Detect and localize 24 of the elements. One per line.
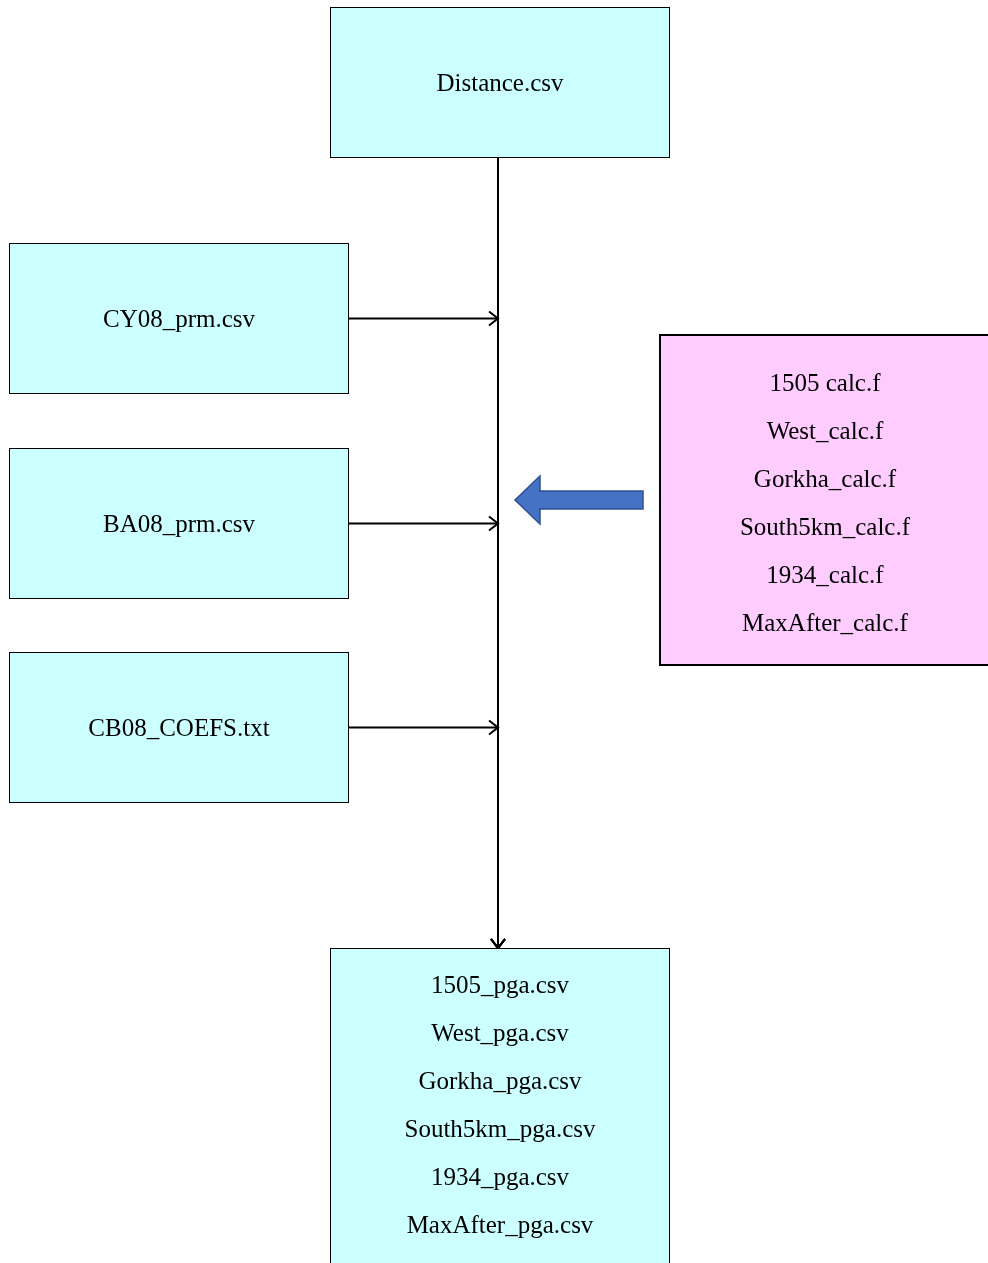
file-name: Gorkha_pga.csv [418,1066,582,1096]
file-box [330,7,670,158]
arrow [348,719,506,949]
file-name: CB08_COEFS.txt [88,712,270,743]
file-name: West_pga.csv [431,1018,569,1048]
file-box [330,948,670,1263]
file-box [9,243,349,394]
file-name: BA08_prm.csv [102,508,256,539]
file-box [659,334,988,666]
file-name: 1505_pga.csv [430,970,570,1000]
file-name: South5km_pga.csv [404,1114,596,1144]
file-box [9,652,349,803]
file-box [9,448,349,599]
file-name: West_calc.f [766,416,884,446]
file-name: CY08_prm.csv [102,303,256,334]
file-name: Distance.csv [436,67,564,98]
file-name: Gorkha_calc.f [753,464,897,494]
file-name: 1934_pga.csv [430,1162,570,1192]
file-name: 1505 calc.f [769,368,881,398]
file-name: 1934_calc.f [766,560,884,590]
file-name: MaxAfter_calc.f [742,608,908,638]
block-arrow [513,474,644,526]
file-name: South5km_calc.f [739,512,911,542]
file-name: MaxAfter_pga.csv [406,1210,594,1240]
